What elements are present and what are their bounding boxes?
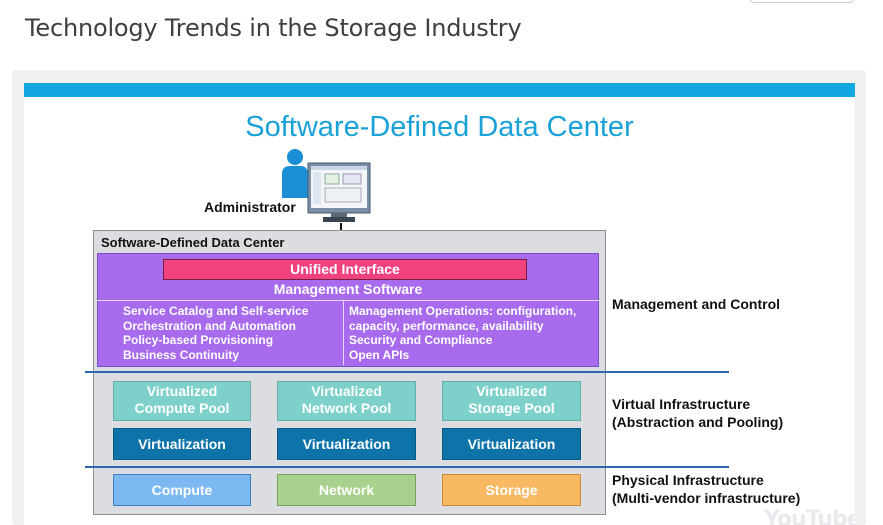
slide-accent-bar — [24, 83, 855, 97]
side-label-virtual: Virtual Infrastructure (Abstraction and … — [612, 396, 784, 430]
virtual-network-pool: Virtualized Network Pool — [277, 381, 416, 421]
top-right-button[interactable] — [750, 0, 854, 3]
unified-interface-box: Unified Interface — [163, 259, 527, 280]
management-software-label: Management Software — [273, 281, 423, 297]
management-feature: Service Catalog and Self-service — [123, 304, 309, 318]
management-feature: Security and Compliance — [349, 333, 493, 348]
management-feature: Policy-based Provisioning — [123, 333, 274, 348]
monitor-icon — [307, 162, 371, 222]
administrator-label: Administrator — [204, 199, 296, 215]
physical-compute: Compute — [113, 474, 251, 506]
side-label-management: Management and Control — [612, 296, 781, 312]
management-features-right: Management Operations: configuration, ca… — [349, 304, 576, 362]
virtual-compute-pool: Virtualized Compute Pool — [113, 381, 251, 421]
management-feature: Orchestration and Automation — [123, 318, 296, 333]
layer-divider-physical — [85, 466, 729, 468]
page-title: Technology Trends in the Storage Industr… — [25, 14, 522, 42]
side-label-physical: Physical Infrastructure (Multi-vendor in… — [612, 472, 801, 506]
management-divider — [97, 300, 599, 301]
virtual-storage-pool: Virtualized Storage Pool — [442, 381, 581, 421]
management-feature: Management Operations: configuration, — [349, 304, 577, 318]
virtualization-network: Virtualization — [277, 428, 416, 460]
physical-storage: Storage — [442, 474, 581, 506]
slide-title: Software-Defined Data Center — [245, 111, 634, 143]
management-feature: Business Continuity — [123, 347, 240, 362]
layer-divider-virtual — [85, 371, 729, 373]
virtualization-compute: Virtualization — [113, 428, 251, 460]
management-feature: capacity, performance, availability — [349, 318, 544, 333]
management-vertical-divider — [343, 301, 344, 365]
slide: Software-Defined Data Center Administrat… — [24, 83, 855, 525]
youtube-watermark[interactable]: YouTube — [764, 507, 855, 525]
sddc-label: Software-Defined Data Center — [101, 235, 285, 250]
management-feature: Open APIs — [349, 347, 410, 362]
virtualization-storage: Virtualization — [442, 428, 581, 460]
administrator-person-icon — [282, 149, 308, 198]
management-features-left: Service Catalog and Self-service Orchest… — [123, 304, 308, 362]
physical-network: Network — [277, 474, 416, 506]
